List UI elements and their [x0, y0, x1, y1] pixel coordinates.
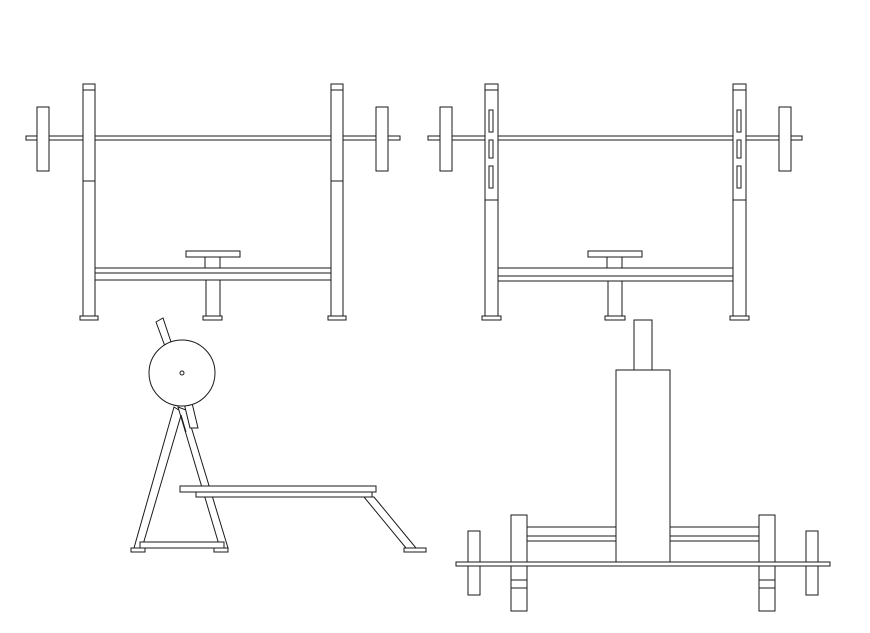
cross-beam-lower [94, 272, 332, 281]
hook-slot [736, 165, 742, 189]
bench-neck [606, 256, 623, 269]
cross-beam-upper [94, 267, 332, 274]
hook-slot [488, 109, 494, 133]
bench-foot [604, 315, 626, 321]
hook-slot [736, 139, 742, 159]
frame-rear-leg [133, 406, 183, 549]
hook-slot [488, 139, 494, 159]
upright-right [330, 83, 344, 321]
weight-plate-left [439, 106, 453, 172]
foot-right [327, 315, 347, 321]
bench-pad [179, 485, 377, 493]
frame-base-bar [139, 541, 225, 549]
bench-foot [202, 315, 223, 321]
bench-neck [204, 256, 221, 269]
cross-beam-right-upper [669, 526, 760, 537]
barbell-bar [455, 561, 831, 567]
barbell-bar [427, 135, 803, 141]
upright-left [82, 83, 96, 321]
front-view-slotted [427, 83, 803, 321]
foot-front [213, 547, 229, 553]
bench-column [615, 369, 671, 563]
weight-plate-right [778, 106, 792, 172]
weight-plate-right [375, 106, 389, 172]
bench-pad [185, 250, 241, 258]
cross-beam-right-lower [669, 535, 760, 542]
frame-front-leg [177, 406, 229, 549]
hook-slot [488, 165, 494, 189]
bench-post [205, 279, 221, 317]
cross-beam-left-lower [526, 535, 617, 542]
weight-plate-left [36, 106, 50, 172]
cross-beam-upper [497, 267, 734, 277]
foot-rear [130, 547, 146, 553]
hook-slot [736, 109, 742, 133]
cross-beam-lower [497, 275, 734, 282]
bench-post [607, 280, 623, 317]
cross-beam-left-upper [526, 526, 617, 537]
bench-top-post [633, 319, 653, 371]
bar-end [179, 370, 185, 376]
foot-left [79, 315, 99, 321]
bench-frame [195, 491, 373, 498]
bench-pad [587, 250, 643, 258]
rear-view [455, 319, 831, 612]
bench-leg [362, 496, 418, 549]
side-view [130, 317, 427, 553]
foot-left [481, 315, 502, 321]
barbell-bar [25, 135, 401, 141]
bench-foot [403, 547, 427, 553]
foot-right [729, 315, 750, 321]
front-view-plain [25, 83, 401, 321]
